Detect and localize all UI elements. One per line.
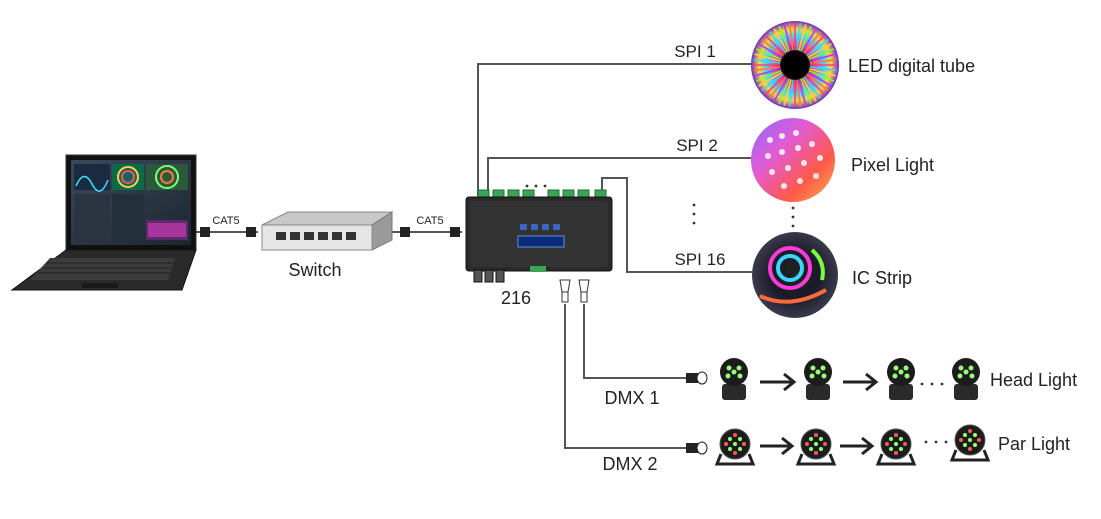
tube-ray xyxy=(753,66,781,72)
par-light-icon xyxy=(949,424,991,462)
tube-ray xyxy=(773,77,789,102)
tube-ray xyxy=(805,75,826,96)
spi1-line xyxy=(477,63,752,196)
chain-arrow-icon xyxy=(760,372,879,392)
tube-ray xyxy=(809,53,836,62)
par-light-icon xyxy=(875,428,917,466)
ic-strip-label: IC Strip xyxy=(852,268,912,288)
control-buttons xyxy=(520,224,560,230)
pixel-light-icon xyxy=(751,118,835,202)
xlr-connector-dmx1 xyxy=(578,279,590,303)
moving-head-icon xyxy=(887,358,915,400)
spi2-label: SPI 2 xyxy=(676,136,718,155)
chain-ellipsis xyxy=(924,440,948,444)
par-light-icon xyxy=(795,428,837,466)
tube-ray xyxy=(764,34,785,55)
tube-ray xyxy=(800,25,812,52)
tube-ray xyxy=(800,78,812,105)
tube-ray xyxy=(798,79,807,106)
switch-label: Switch xyxy=(288,260,341,280)
tube-ray xyxy=(798,24,807,51)
laptop xyxy=(10,154,197,291)
moving-head-icon xyxy=(804,358,832,400)
dmx2-line xyxy=(564,304,690,449)
par-light-icon xyxy=(714,428,756,466)
terminal-blocks xyxy=(477,189,607,199)
spi1-label: SPI 1 xyxy=(674,42,716,61)
tube-ray xyxy=(809,68,836,77)
tube-ray xyxy=(754,53,781,62)
tube-ray xyxy=(809,66,837,72)
tube-ray xyxy=(764,75,785,96)
tube-ray xyxy=(758,71,783,87)
tube-ray xyxy=(801,28,817,53)
spi2-line xyxy=(487,157,752,196)
dmx1-line xyxy=(583,304,690,379)
tube-ray xyxy=(806,38,829,57)
ic-strip-icon xyxy=(752,232,838,318)
rj45-ports xyxy=(473,269,505,283)
pixel-light-label: Pixel Light xyxy=(851,155,934,175)
tube-ray xyxy=(783,24,792,51)
tube-ray xyxy=(809,58,837,64)
moving-head-icon xyxy=(952,358,980,400)
tube-ray xyxy=(754,68,781,77)
tube-ray xyxy=(761,73,784,92)
dmx2-label: DMX 2 xyxy=(602,454,657,474)
tube-ray xyxy=(783,79,792,106)
network-switch xyxy=(261,211,394,251)
lcd-display xyxy=(517,235,565,248)
tube-ray xyxy=(808,70,835,82)
tube-ray xyxy=(807,71,832,87)
controller-216 xyxy=(465,189,613,283)
tube-ray xyxy=(803,76,822,99)
tube-ray xyxy=(796,79,802,107)
cat5-label-left: CAT5 xyxy=(212,215,239,227)
tube-ray xyxy=(761,38,784,57)
spi-vertical-ellipsis xyxy=(692,203,795,228)
spi16-label: SPI 16 xyxy=(674,250,725,269)
led-tube-icon xyxy=(751,21,839,109)
spi16-line xyxy=(601,177,752,273)
terminal-ellipsis xyxy=(525,184,547,188)
tube-ray xyxy=(758,43,783,59)
tube-ray xyxy=(778,25,790,52)
head-light-label: Head Light xyxy=(990,370,1077,390)
tube-ray xyxy=(778,78,790,105)
chain-arrow-icon xyxy=(760,436,875,456)
xlr-plug-dmx1 xyxy=(686,371,708,385)
cat5-connector-left xyxy=(200,227,256,237)
connection-lines xyxy=(196,63,752,449)
chain-ellipsis xyxy=(920,382,944,386)
tube-ray xyxy=(796,23,802,51)
cat5-label-right: CAT5 xyxy=(416,215,443,227)
tube-ray xyxy=(803,31,822,54)
tube-ray xyxy=(807,43,832,59)
cat5-connector-right xyxy=(400,227,460,237)
xlr-plug-dmx2 xyxy=(686,441,708,455)
par-light-chain xyxy=(714,424,991,466)
tube-ray xyxy=(755,70,782,82)
tube-ray xyxy=(788,23,794,51)
moving-head-icon xyxy=(720,358,748,400)
tube-ray xyxy=(788,79,794,107)
tube-ray xyxy=(773,28,789,53)
tube-ray xyxy=(755,48,782,60)
tube-ray xyxy=(805,34,826,55)
tube-ray xyxy=(806,73,829,92)
xlr-connector-dmx2 xyxy=(559,279,571,303)
dmx1-label: DMX 1 xyxy=(604,388,659,408)
tube-ray xyxy=(808,48,835,60)
head-light-chain xyxy=(720,358,980,400)
tube-ray xyxy=(801,77,817,102)
led-tube-label: LED digital tube xyxy=(848,56,975,76)
tube-ray xyxy=(753,58,781,64)
tube-ray xyxy=(768,31,787,54)
par-light-label: Par Light xyxy=(998,434,1070,454)
tube-ray xyxy=(768,76,787,99)
controller-label: 216 xyxy=(501,288,531,308)
